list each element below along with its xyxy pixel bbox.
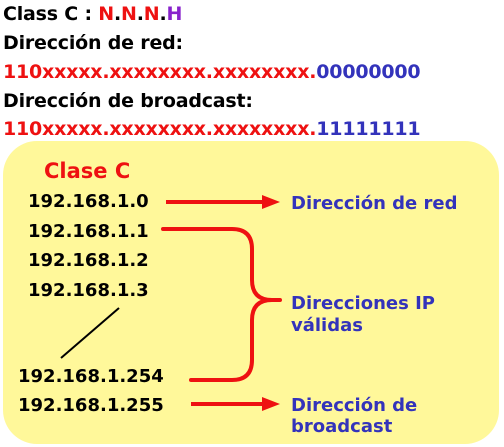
class-notation-h: H <box>166 3 183 25</box>
class-notation-n3: N <box>143 3 160 25</box>
valid-range-brace <box>161 227 282 382</box>
label-valid-ips-line2: válidas <box>291 315 363 336</box>
ip-address-last-host: 192.168.1.254 <box>18 366 164 387</box>
class-notation-dot3: . <box>159 3 167 25</box>
network-address-bits: 110xxxxx.xxxxxxxx.xxxxxxxx.00000000 <box>3 61 421 83</box>
ip-address-network: 192.168.1.0 <box>28 191 149 212</box>
label-broadcast-line2: broadcast <box>291 416 393 437</box>
network-bits-host-part: 00000000 <box>316 61 421 83</box>
ip-address-first-host: 192.168.1.1 <box>28 221 149 242</box>
ip-address-broadcast: 192.168.1.255 <box>18 395 164 416</box>
class-c-panel <box>3 141 499 444</box>
label-network-address: Dirección de red <box>291 193 458 214</box>
network-address-heading: Dirección de red: <box>3 32 183 54</box>
network-arrow <box>166 195 280 209</box>
broadcast-address-heading: Dirección de broadcast: <box>3 90 253 112</box>
broadcast-arrow <box>191 397 280 411</box>
network-bits-net-part: 110xxxxx.xxxxxxxx.xxxxxxxx. <box>3 61 317 83</box>
class-notation-n2: N <box>121 3 137 25</box>
class-notation-dot2: . <box>136 3 144 25</box>
class-notation-line: Class C : N.N.N.H <box>3 3 182 25</box>
label-valid-ips-line1: Direcciones IP <box>291 293 435 314</box>
skipped-hosts-line <box>60 307 120 359</box>
ip-address-second-host: 192.168.1.2 <box>28 250 149 271</box>
class-notation-prefix: Class C : <box>3 3 99 25</box>
ip-address-third-host: 192.168.1.3 <box>28 280 149 301</box>
broadcast-bits-net-part: 110xxxxx.xxxxxxxx.xxxxxxxx. <box>3 118 317 140</box>
class-notation-n1: N <box>98 3 114 25</box>
panel-title: Clase C <box>44 159 131 183</box>
broadcast-bits-host-part: 11111111 <box>316 118 421 140</box>
label-broadcast-line1: Dirección de <box>291 395 418 416</box>
class-notation-dot1: . <box>114 3 122 25</box>
broadcast-address-bits: 110xxxxx.xxxxxxxx.xxxxxxxx.11111111 <box>3 118 421 140</box>
